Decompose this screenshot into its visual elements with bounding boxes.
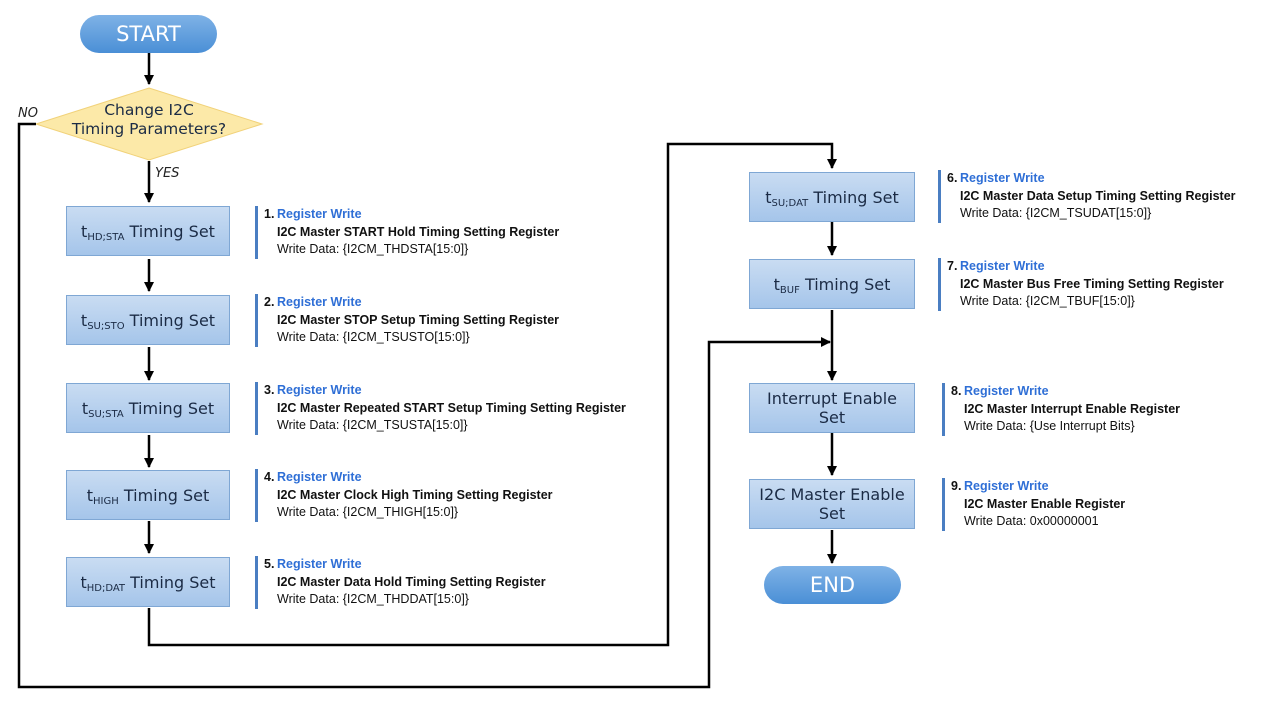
decision-label: Change I2C Timing Parameters? [64,101,234,139]
note-write-data: Write Data: {I2CM_THDDAT[15:0]} [277,592,469,606]
note-action: Register Write [277,557,362,571]
no-label: NO [18,106,38,121]
step-thigh-timing-set: tHIGH Timing Set [66,470,230,520]
note-action: Register Write [277,295,362,309]
note-action: Register Write [277,207,362,221]
note-register: I2C Master Interrupt Enable Register [964,401,1181,416]
note-action: Register Write [277,383,362,397]
note-write-data: Write Data: {Use Interrupt Bits} [964,419,1135,433]
note-step-2: 2. Register Write I2C Master STOP Setup … [255,294,559,347]
note-action: Register Write [964,479,1049,493]
decision-label-line1: Change I2C [104,101,194,119]
no-branch-connector [17,122,831,689]
note-write-data: Write Data: {I2CM_THDSTA[15:0]} [277,242,469,256]
note-action: Register Write [277,470,362,484]
note-step-4: 4. Register Write I2C Master Clock High … [255,469,553,522]
note-register: I2C Master Data Hold Timing Setting Regi… [277,574,546,589]
note-register: I2C Master Bus Free Timing Setting Regis… [960,276,1224,291]
note-register: I2C Master Data Setup Timing Setting Reg… [960,188,1236,203]
note-step-7: 7. Register Write I2C Master Bus Free Ti… [938,258,1224,311]
note-step-1: 1. Register Write I2C Master START Hold … [255,206,559,259]
start-terminal: START [80,15,217,53]
note-register: I2C Master Clock High Timing Setting Reg… [277,487,553,502]
note-register: I2C Master Repeated START Setup Timing S… [277,400,626,415]
note-register: I2C Master STOP Setup Timing Setting Reg… [277,312,560,327]
note-action: Register Write [964,384,1049,398]
note-step-3: 3. Register Write I2C Master Repeated ST… [255,382,626,435]
step-tsusta-timing-set: tSU;STA Timing Set [66,383,230,433]
note-step-8: 8. Register Write I2C Master Interrupt E… [942,383,1180,436]
step-tsusto-timing-set: tSU;STO Timing Set [66,295,230,345]
note-action: Register Write [960,259,1045,273]
step-thddat-timing-set: tHD;DAT Timing Set [66,557,230,607]
decision-label-line2: Timing Parameters? [71,120,227,138]
step-tsudat-timing-set: tSU;DAT Timing Set [749,172,915,222]
end-terminal: END [764,566,901,604]
note-register: I2C Master START Hold Timing Setting Reg… [277,224,560,239]
note-write-data: Write Data: {I2CM_TSUDAT[15:0]} [960,206,1152,220]
note-write-data: Write Data: 0x00000001 [964,514,1099,528]
note-write-data: Write Data: {I2CM_TBUF[15:0]} [960,294,1135,308]
note-step-5: 5. Register Write I2C Master Data Hold T… [255,556,546,609]
decision-diamond [34,87,264,161]
note-write-data: Write Data: {I2CM_TSUSTA[15:0]} [277,418,468,432]
note-register: I2C Master Enable Register [964,496,1126,511]
note-write-data: Write Data: {I2CM_TSUSTO[15:0]} [277,330,470,344]
note-step-6: 6. Register Write I2C Master Data Setup … [938,170,1236,223]
yes-label: YES [155,166,180,181]
note-action: Register Write [960,171,1045,185]
connector [147,142,837,647]
note-step-9: 9. Register Write I2C Master Enable Regi… [942,478,1125,531]
note-write-data: Write Data: {I2CM_THIGH[15:0]} [277,505,459,519]
step-tbuf-timing-set: tBUF Timing Set [749,259,915,309]
step-thdsta-timing-set: tHD;STA Timing Set [66,206,230,256]
